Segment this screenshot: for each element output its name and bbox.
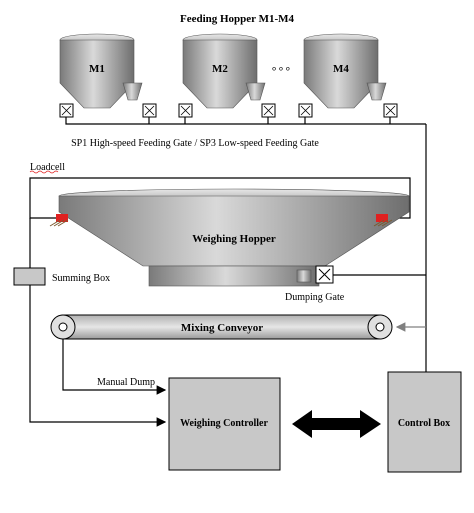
feeding-gate-caption: SP1 High-speed Feeding Gate / SP3 Low-sp… [71, 138, 319, 149]
bidirectional-arrow-icon [292, 410, 381, 438]
manual-dump-line [62, 339, 167, 395]
hopper-label: M1 [89, 63, 105, 75]
hopper-label: M4 [333, 63, 349, 75]
dumping-gate-label: Dumping Gate [285, 292, 345, 303]
feeding-gate-valves [59, 103, 398, 118]
hopper-ellipsis: ∘∘∘ [271, 63, 292, 75]
control-box [387, 371, 462, 473]
mixing-conveyor: Mixing Conveyor [50, 314, 393, 340]
summing-box [13, 267, 46, 286]
control-box-label: Control Box [398, 418, 450, 429]
valve-icon [59, 103, 74, 118]
loadcell-wiring [29, 177, 411, 427]
summing-box-label: Summing Box [52, 273, 110, 284]
gate-signal-lines [65, 117, 427, 372]
loadcell-label: Loadcell [30, 162, 65, 173]
hopper-label: M2 [212, 63, 228, 75]
valve-icon [261, 103, 276, 118]
valve-icon [383, 103, 398, 118]
diagram-title: Feeding Hopper M1-M4 [180, 13, 295, 25]
feeding-hopper-m2: M2 [182, 33, 266, 109]
valve-icon [178, 103, 193, 118]
loadcell-icon [49, 214, 69, 227]
valve-icon [142, 103, 157, 118]
mixing-conveyor-label: Mixing Conveyor [181, 322, 263, 334]
weighing-hopper-label: Weighing Hopper [192, 233, 276, 245]
feeding-hopper-m1: M1 [59, 33, 143, 109]
valve-icon [298, 103, 313, 118]
manual-dump-label: Manual Dump [97, 377, 155, 388]
weighing-hopper: Weighing Hopper [58, 188, 410, 287]
feeding-hopper-m4: M4 [303, 33, 387, 109]
weighing-controller-label: Weighing Controller [180, 418, 268, 429]
loadcell-icon [373, 214, 393, 227]
weighing-controller-box [168, 377, 281, 471]
dumping-gate [296, 265, 426, 284]
